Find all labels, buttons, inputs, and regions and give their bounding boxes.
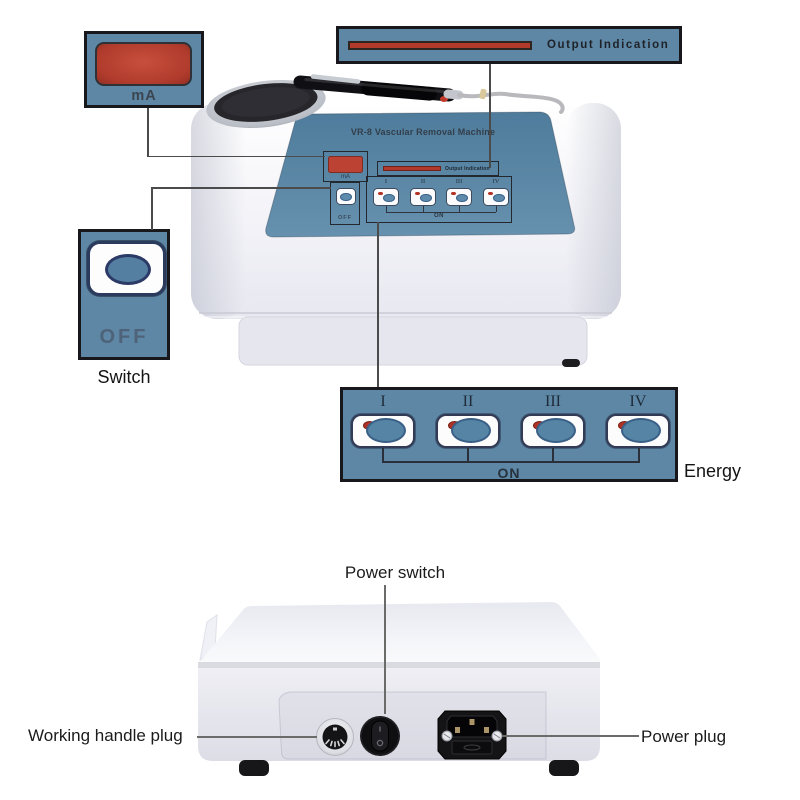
energy-level-2-label: II [462,393,474,410]
panel-ma-display [328,156,363,173]
energy-level-4-oval [621,418,661,443]
panel-level-1-oval [383,193,395,202]
pen-clip [310,74,361,84]
electrode-dish [206,80,326,128]
energy-on-label: ON [497,465,521,481]
energy-on-connector [467,448,469,462]
panel-level-3-oval [456,193,468,202]
energy-callout: I II III IV ON [340,387,678,482]
panel-off-button-oval [339,192,352,201]
energy-level-3-label: III [545,393,561,410]
ma-callout-line [147,155,325,157]
off-switch-label: OFF [99,326,149,348]
panel-ma-display-group: mA [323,151,368,182]
panel-title: VR-8 Vascular Removal Machine [350,127,496,137]
back-machine-body [198,602,600,776]
panel-level-4-button [483,188,509,206]
switch-callout: OFF [78,229,170,360]
output-indicator-bar-zoom [348,40,532,50]
energy-level-3-button [521,414,585,448]
panel-on-connector [386,206,387,212]
ma-display-zoom [95,42,192,86]
back-machine-photo [198,602,600,776]
working-handle-plug-line [197,736,317,738]
panel-ma-label: mA [341,174,350,180]
energy-level-2-oval [451,418,491,443]
back-machine-foot [239,760,269,776]
panel-on-label: ON [434,213,444,219]
panel-level-4-led [488,192,493,196]
inlet-screws [441,730,503,742]
switch-callout-line [151,187,153,230]
energy-level-1-oval [366,418,406,443]
power-plug-line [502,735,639,737]
panel-level-4-label: IV [492,178,500,185]
panel-level-2-oval [420,193,432,202]
panel-output-indication-group: Output Indication [377,161,499,176]
energy-on-connector [552,448,554,462]
front-machine-foot [562,359,580,367]
panel-output-indicator-bar [383,166,441,171]
handle-cable [457,88,565,114]
energy-level-3-oval [536,418,576,443]
panel-level-3-led [451,192,456,196]
off-switch-zoom [87,241,166,296]
panel-off-label: OFF [338,215,352,221]
panel-energy-group: I II III IV ON [366,176,512,223]
working-handle-plug-label: Working handle plug [28,726,183,745]
energy-on-connector [638,448,640,462]
power-plug-label: Power plug [641,727,727,746]
working-handle-pen [293,74,464,102]
off-switch-oval [105,254,151,285]
panel-on-connector [496,206,497,212]
cable-tie [479,88,487,100]
back-machine-foot [549,760,579,776]
power-switch-label: Power switch [344,563,446,582]
output-indication-callout-label: Output Indication [547,39,670,51]
panel-level-1-button [373,188,399,206]
panel-on-connector [423,206,424,212]
energy-on-connector [382,448,384,462]
power-switch [360,716,400,756]
panel-level-3-label: III [455,178,463,185]
power-switch-line [384,585,386,714]
switch-callout-line [151,187,331,189]
switch-caption: Switch [97,367,151,387]
energy-on-connector-line [382,461,640,463]
energy-level-4-label: IV [629,393,647,410]
panel-output-indication-label: Output Indication [445,165,490,172]
power-plug-inlet [437,710,507,760]
output-callout-line [489,64,491,168]
output-indication-callout: Output Indication [336,26,682,64]
energy-level-1-label: I [380,393,386,410]
panel-level-2-label: II [420,178,426,185]
working-handle-plug-socket [316,718,354,756]
ma-display-callout: mA [84,31,204,108]
panel-on-connector-line [386,212,496,213]
panel-level-1-label: I [384,178,388,185]
energy-level-1-button [351,414,415,448]
panel-off-group: OFF [330,182,360,225]
energy-callout-line [377,222,379,387]
panel-off-button [335,188,356,205]
panel-level-3-button [446,188,472,206]
ma-callout-line [147,108,149,157]
ma-callout-label: mA [131,88,157,104]
panel-level-2-button [410,188,436,206]
panel-on-connector [459,206,460,212]
energy-level-2-button [436,414,500,448]
panel-level-2-led [415,192,420,196]
panel-level-4-oval [493,193,505,202]
energy-level-4-button [606,414,670,448]
panel-level-1-led [378,192,383,196]
energy-caption: Energy [684,461,742,481]
